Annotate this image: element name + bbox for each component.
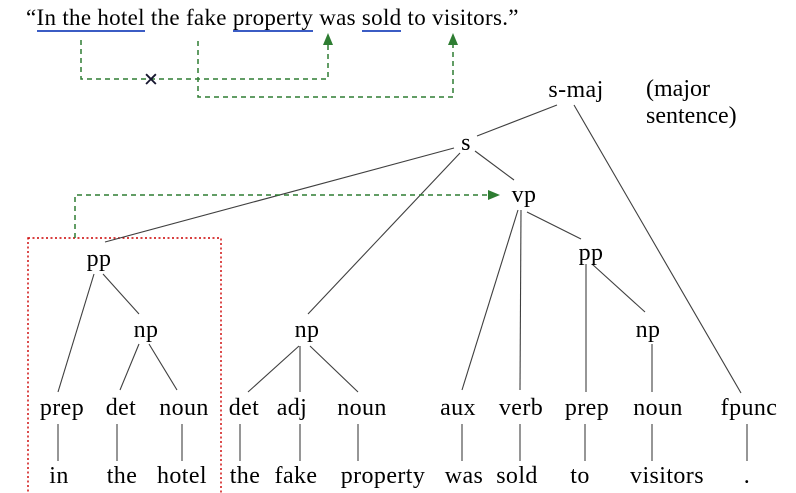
word-visitors: visitors xyxy=(630,463,704,489)
pp-attachment-arrow xyxy=(74,190,500,238)
crossed-link-mark: ✕ xyxy=(143,69,159,91)
word-fake: fake xyxy=(274,463,318,489)
tree-edges xyxy=(57,104,742,394)
arrowhead-right-vp xyxy=(488,190,500,200)
plain-segment: was xyxy=(313,5,362,30)
word-the-2: the xyxy=(229,463,261,489)
word-hotel: hotel xyxy=(157,463,207,489)
pos-fpunc: fpunc xyxy=(720,395,778,421)
word-property: property xyxy=(340,463,426,489)
open-quote: “ xyxy=(26,5,37,30)
node-np-visitors: np xyxy=(635,317,661,343)
pos-noun-2: noun xyxy=(337,395,387,421)
s-maj-annotation: (major sentence) xyxy=(646,76,737,130)
pp-highlight-box xyxy=(27,237,222,493)
underlined-phrase-in-the-hotel: In the hotel xyxy=(36,5,145,32)
pos-noun-3: noun xyxy=(633,395,683,421)
pos-aux: aux xyxy=(440,395,476,421)
arrowhead-up-property xyxy=(323,33,333,45)
word-was: was xyxy=(444,463,484,489)
underlined-word-property: property xyxy=(232,5,314,32)
sentence-text: “In the hotel the fake property was sold… xyxy=(26,5,519,32)
pos-prep-1: prep xyxy=(39,395,85,421)
plain-segment: the fake xyxy=(144,5,233,30)
annotation-line-1: (major xyxy=(646,76,710,102)
underlined-word-sold: sold xyxy=(361,5,402,32)
link-arrow-to-sold xyxy=(197,33,458,98)
word-to: to xyxy=(570,463,590,489)
word-the-1: the xyxy=(106,463,138,489)
word-in: in xyxy=(49,463,69,489)
node-s: s xyxy=(461,130,471,156)
plain-segment: to visitors. xyxy=(401,5,509,30)
annotation-line-2: sentence) xyxy=(646,103,737,129)
node-pp-to: pp xyxy=(578,240,604,266)
node-pp-fronted: pp xyxy=(86,246,112,272)
node-vp: vp xyxy=(511,182,537,208)
pos-verb: verb xyxy=(498,395,544,421)
node-s-maj: s-maj xyxy=(548,77,604,103)
pos-det-2: det xyxy=(228,395,260,421)
pos-adj: adj xyxy=(276,395,308,421)
close-quote: ” xyxy=(508,5,519,30)
pos-prep-2: prep xyxy=(564,395,610,421)
node-np-hotel: np xyxy=(133,317,159,343)
link-arrow-to-property xyxy=(80,33,333,80)
pos-noun-1: noun xyxy=(159,395,209,421)
pos-word-links xyxy=(57,424,748,461)
word-sold: sold xyxy=(496,463,538,489)
node-np-property: np xyxy=(294,317,320,343)
word-period: . xyxy=(743,463,751,489)
arrowhead-up-sold xyxy=(448,33,458,45)
pos-det-1: det xyxy=(105,395,137,421)
